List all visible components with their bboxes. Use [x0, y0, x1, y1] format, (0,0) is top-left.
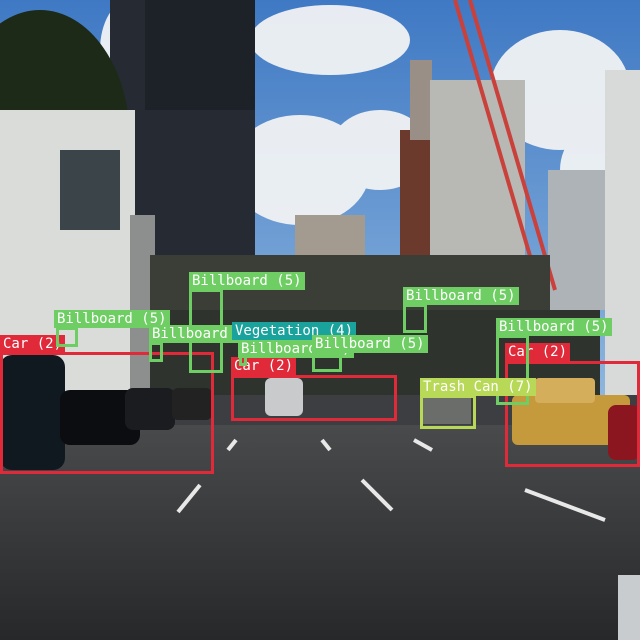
trash-can-label: Trash Can (7): [420, 378, 536, 396]
trash-can-box: [420, 395, 476, 429]
road: [0, 420, 640, 640]
crane: [453, 0, 557, 291]
building-right-tall: [548, 170, 606, 310]
billboard-label-5: Billboard (5): [403, 287, 519, 305]
car-label-3: Car (2): [505, 343, 571, 361]
billboard-label-1: Billboard (5): [54, 310, 170, 328]
billboard-label-7: Billboard (5): [312, 335, 428, 353]
car-box-3: [505, 361, 640, 467]
building-mid: [430, 80, 525, 280]
car-box-2: [231, 375, 397, 421]
yellow-truck: [512, 378, 640, 460]
billboard-box-3: [149, 342, 163, 362]
lane-markings: [176, 438, 606, 522]
center-car: [265, 378, 303, 416]
car-box-1: [0, 352, 214, 474]
billboard-box-6: [496, 335, 529, 405]
billboard-label-6: Billboard (5): [496, 318, 612, 336]
windshield-edge: [618, 575, 640, 640]
car-label-1: Car (2): [0, 335, 66, 353]
right-building: [605, 70, 640, 400]
billboard-box-7: [312, 352, 342, 372]
trash-can: [423, 398, 471, 424]
billboard-box-1: [56, 327, 78, 347]
car-label-2: Car (2): [231, 357, 297, 375]
parked-cars-left: [0, 355, 212, 470]
billboard-box-5: [403, 304, 427, 333]
billboard-label-2: Billboard (5): [189, 272, 305, 290]
